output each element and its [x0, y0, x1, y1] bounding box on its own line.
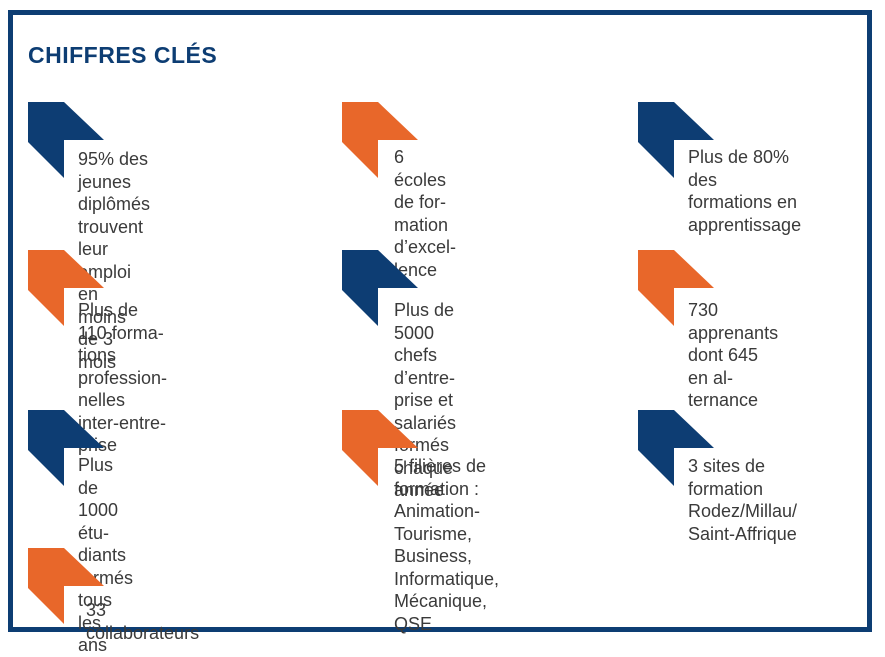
stat-text: 33 collaborateurs [86, 600, 200, 643]
stat-text: Plus de 80% des formations en apprentiss… [688, 147, 802, 235]
chevron-icon [28, 410, 104, 486]
chevron-icon [342, 250, 418, 326]
chevron-icon [342, 102, 418, 178]
chevron-icon [638, 410, 714, 486]
stat-text: 730 apprenants dont 645 en al- ternance [688, 300, 779, 410]
chevron-icon [638, 102, 714, 178]
stat-text: Plus de 5000 chefs d’entre- prise et sal… [394, 300, 457, 500]
chevron-icon [28, 102, 104, 178]
chevron-icon [638, 250, 714, 326]
chevron-icon [342, 410, 418, 486]
stat-text: Plus de 110 forma- tions profession- nel… [78, 300, 168, 455]
chevron-icon [28, 250, 104, 326]
stat-text: 3 sites de formation Rodez/Millau/ Saint… [688, 456, 798, 544]
chevron-icon [28, 548, 104, 624]
key-figures-frame [8, 10, 872, 632]
stat-text: 5 filières de formation : Animation-Tour… [394, 456, 500, 634]
stat-text: 6 écoles de for- mation d’excel- lence [394, 147, 457, 280]
page-title: CHIFFRES CLÉS [28, 42, 218, 68]
